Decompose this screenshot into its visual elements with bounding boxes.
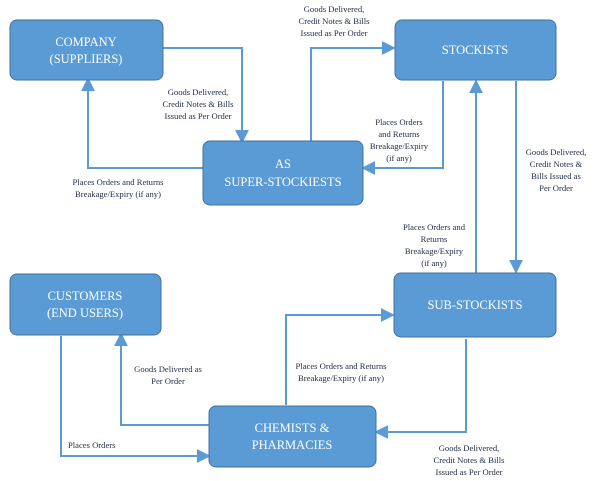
label-line: Breakage/Expiry (if any)	[298, 373, 384, 383]
label-line: Places Orders and	[403, 222, 466, 232]
label-line: Bills Issued as	[531, 171, 581, 181]
label-company-to-super: Goods Delivered, Credit Notes & Bills Is…	[163, 87, 235, 121]
label-line: Per Order	[539, 183, 573, 193]
label-line: Goods Delivered,	[168, 87, 229, 97]
arrow-stockists-to-super-stockists	[361, 81, 444, 175]
label-line: Credit Notes & Bills	[434, 455, 506, 465]
label-line: (if any)	[421, 258, 447, 268]
label-line: Issued as Per Order	[300, 28, 367, 38]
label-line: Credit Notes & Bills	[163, 99, 235, 109]
label-chemists-to-customers: Goods Delivered as Per Order	[134, 364, 202, 386]
label-line: Credit Notes & Bills	[299, 16, 371, 26]
node-company-line1: COMPANY	[55, 35, 116, 49]
node-sub-stockists-line1: SUB-STOCKISTS	[428, 298, 523, 312]
label-line: Places Orders and Returns	[296, 361, 388, 371]
label-line: Places Orders and Returns	[73, 177, 165, 187]
node-company: COMPANY (SUPPLIERS)	[9, 19, 164, 81]
arrow-super-stockists-to-stockists	[310, 41, 396, 141]
node-customers: CUSTOMERS (END USERS)	[9, 273, 162, 336]
node-chemists-line1: CHEMISTS &	[255, 421, 330, 435]
label-line: Per Order	[151, 376, 185, 386]
label-line: Goods Delivered,	[304, 4, 365, 14]
label-super-to-company: Places Orders and Returns Breakage/Expir…	[73, 177, 165, 199]
arrow-customers-to-chemists	[60, 336, 211, 463]
node-customers-line2: (END USERS)	[47, 306, 123, 320]
arrow-chemists-to-customers	[114, 332, 210, 426]
label-stockists-to-super: Places Orders and Returns Breakage/Expir…	[370, 117, 429, 163]
label-line: Goods Delivered,	[526, 147, 587, 157]
label-customers-to-chemists: Places Orders	[68, 440, 116, 450]
label-line: Issued as Per Order	[435, 467, 502, 477]
label-line: Credit Notes &	[530, 159, 583, 169]
arrow-chemists-to-sub-stockists	[285, 308, 395, 405]
node-stockists: STOCKISTS	[394, 19, 557, 81]
node-super-stockists: AS SUPER-STOCKIESTS	[202, 140, 364, 206]
node-company-line2: (SUPPLIERS)	[50, 52, 123, 66]
label-line: Places Orders	[68, 440, 116, 450]
arrow-company-to-super-stockists	[163, 47, 249, 144]
node-chemists: CHEMISTS & PHARMACIES	[208, 405, 377, 468]
label-line: Places Orders	[375, 117, 423, 127]
label-line: Breakage/Expiry (if any)	[75, 189, 161, 199]
node-customers-line1: CUSTOMERS	[48, 289, 123, 303]
label-line: Breakage/Expiry	[405, 246, 464, 256]
label-sub-to-chemists: Goods Delivered, Credit Notes & Bills Is…	[434, 443, 506, 477]
label-chemists-to-sub: Places Orders and Returns Breakage/Expir…	[296, 361, 388, 383]
node-super-stockists-line1: AS	[275, 157, 291, 171]
label-stockists-to-sub: Goods Delivered, Credit Notes & Bills Is…	[526, 147, 587, 193]
node-chemists-line2: PHARMACIES	[252, 438, 333, 452]
label-line: Returns	[421, 234, 448, 244]
node-stockists-line1: STOCKISTS	[442, 43, 509, 57]
label-line: Breakage/Expiry	[370, 141, 429, 151]
label-line: Issued as Per Order	[164, 111, 231, 121]
arrow-super-stockists-to-company	[81, 77, 203, 169]
label-super-to-stockists: Goods Delivered, Credit Notes & Bills Is…	[299, 4, 371, 38]
label-line: Goods Delivered,	[439, 443, 500, 453]
node-sub-stockists: SUB-STOCKISTS	[393, 272, 557, 338]
node-super-stockists-line2: SUPER-STOCKIESTS	[224, 175, 341, 189]
label-line: and Returns	[378, 129, 420, 139]
label-line: (if any)	[386, 153, 412, 163]
label-sub-to-stockists: Places Orders and Returns Breakage/Expir…	[403, 222, 466, 268]
label-line: Goods Delivered as	[134, 364, 202, 374]
arrow-sub-stockists-to-chemists	[374, 339, 467, 439]
